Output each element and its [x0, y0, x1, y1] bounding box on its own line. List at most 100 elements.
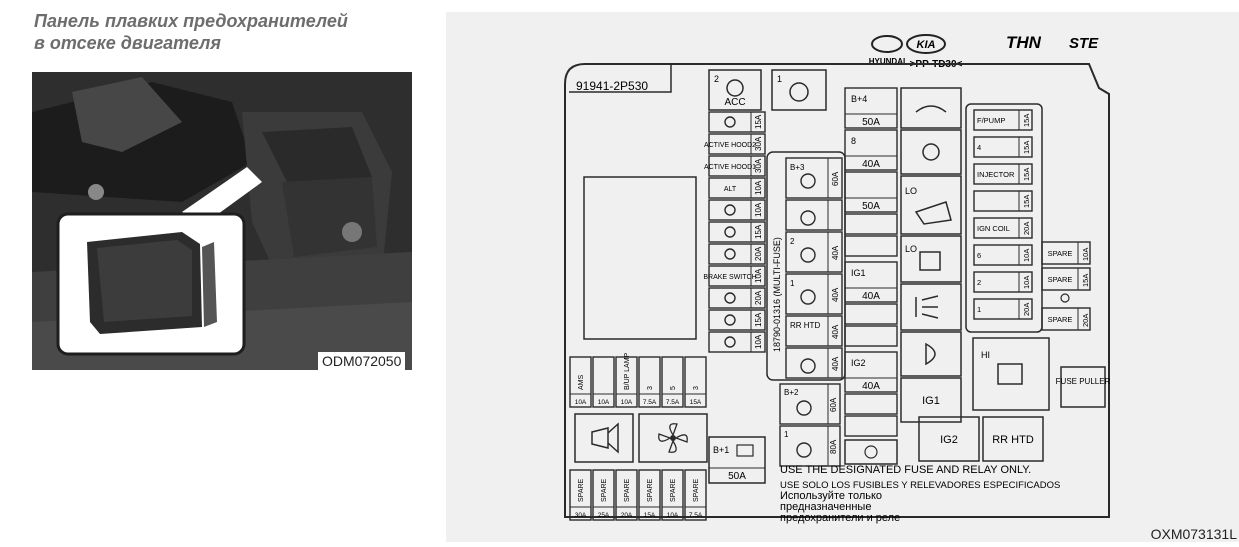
spare-amp: 30A: [575, 512, 587, 519]
abs-icon: [800, 289, 816, 305]
fuse-amp: 15A: [1022, 141, 1031, 154]
wiper-lo-icon: [914, 201, 952, 225]
lo-label-2: LO: [905, 244, 917, 254]
multi-fuse-label: B+3: [790, 163, 805, 172]
mini-fuse-amp: 15A: [690, 399, 702, 406]
fuse-panel: HYUNDAI KIA >PP-TD30< THN STE 91941-2P53…: [446, 12, 1239, 542]
fuse-amp: 15A: [754, 312, 763, 327]
headlamp-icon: [724, 336, 736, 348]
fuse-label: 1: [977, 305, 981, 314]
fuse-amp: 20A: [1022, 303, 1031, 316]
multi-fuse-slot: [779, 425, 841, 467]
thn-logo: THN: [1006, 33, 1042, 52]
fuse-amp: 10A: [754, 202, 763, 217]
title-line-2: в отсеке двигателя: [34, 33, 221, 53]
fuse-puller-label: FUSE PULLER: [1056, 377, 1111, 386]
fuse-slot: [973, 244, 1033, 266]
diagram-code: OXM073131L: [1150, 526, 1237, 542]
fuse-label: IG2: [851, 358, 866, 368]
fuse-amp: 15A: [754, 224, 763, 239]
wiper-washer-icon: [724, 248, 736, 260]
horn-relay-icon: [591, 422, 619, 454]
empty-fuse-slot: [844, 415, 898, 437]
fuse-label: IGN COIL: [977, 224, 1010, 233]
fuse-label: BRAKE SWITCH: [703, 274, 756, 281]
photo-code: ODM072050: [318, 352, 406, 370]
spare-fuse-slot: [1041, 307, 1091, 331]
lo-label-1: LO: [905, 186, 917, 196]
hyundai-logo: HYUNDAI: [869, 35, 905, 66]
relay-column: LO LO IG1: [900, 87, 962, 423]
multi-fuse-label: 18790-01316 (MULTI-FUSE): [772, 237, 782, 352]
multi-fuse-amp: 40A: [831, 245, 840, 260]
relay-acc-number: 2: [714, 74, 719, 84]
defroster-icon: [724, 226, 736, 238]
spare-fuse-slot: [638, 469, 661, 521]
fuse-slot: [973, 298, 1033, 320]
fuse-slot: [844, 87, 898, 129]
fuse-label: 4: [977, 143, 981, 152]
spare-label: SPARE: [1048, 315, 1073, 324]
mini-fuse-amp: 7.5A: [643, 399, 657, 406]
fuse-slot: [708, 309, 766, 331]
empty-fuse-slot: [844, 393, 898, 415]
fuse-amp: 50A: [862, 117, 880, 128]
fuse-slot: [844, 171, 898, 213]
multi-fuse-amp: 60A: [829, 397, 838, 412]
fuse-slot: [708, 287, 766, 309]
mini-fuse-slot: [638, 356, 661, 408]
rr-htd-relay-label: RR HTD: [992, 434, 1034, 446]
multi-fuse-amp: 80A: [829, 439, 838, 454]
b1-amp: 50A: [728, 471, 746, 482]
empty-fuse-slot: [844, 235, 898, 257]
fuse-slot: [708, 221, 766, 243]
fuse-amp: 30A: [754, 158, 763, 173]
empty-fuse-slot: [844, 213, 898, 235]
fog-lamp-icon: [915, 295, 939, 319]
mini-fuse-slot: [592, 356, 615, 408]
fuse-slot: [708, 177, 766, 199]
fuse-amp: 40A: [862, 381, 880, 392]
kia-logo: KIA: [906, 34, 946, 54]
fuse-amp: 10A: [754, 334, 763, 349]
multi-fuse-amp: 40A: [831, 356, 840, 371]
fuse-label: 2: [977, 278, 981, 287]
spare-amp: 10A: [667, 512, 679, 519]
spare-label: SPARE: [1048, 249, 1073, 258]
fuse-amp: 20A: [754, 290, 763, 305]
fuse-label: B+4: [851, 94, 867, 104]
mini-fuse-slot: [615, 356, 638, 408]
fuse-amp: 40A: [862, 291, 880, 302]
fuse-amp: 20A: [1022, 222, 1031, 235]
ecu-icon: [724, 314, 736, 326]
fuse-amp: 10A: [754, 268, 763, 283]
fan-relay-icon: [658, 423, 688, 453]
fuse-amp: 10A: [1022, 249, 1031, 262]
fuse-label: IG1: [851, 268, 866, 278]
multi-fuse-amp: 40A: [831, 324, 840, 339]
mini-fuse-slot: [661, 356, 684, 408]
spare-fuse-slot: [1041, 241, 1091, 265]
multi-fuse-label: RR HTD: [790, 321, 820, 330]
battery-icon: [796, 400, 812, 416]
spare-label: SPARE: [647, 478, 654, 502]
multi-fuse-slot: [779, 383, 841, 425]
fuse-slot: [708, 265, 766, 287]
fuse-layout-diagram: HYUNDAI KIA >PP-TD30< THN STE 91941-2P53…: [564, 33, 1111, 524]
spare-label: SPARE: [578, 478, 585, 502]
multi-fuse-slot: [785, 157, 843, 199]
fuse-slot: [844, 261, 898, 303]
spare-amp: 15A: [1081, 274, 1090, 287]
multi-fuse-label: 1: [790, 279, 795, 288]
mini-fuse-amp: 10A: [598, 399, 610, 406]
multi-fuse-amp: 60A: [831, 171, 840, 186]
bottom-spare-fuses: SPARE30ASPARE25ASPARE20ASPARE15ASPARE10A…: [569, 469, 707, 521]
fuse-slot: [708, 199, 766, 221]
multi-fuse-amp: 40A: [831, 287, 840, 302]
mini-fuse-amp: 7.5A: [666, 399, 680, 406]
fan-icon: [800, 358, 816, 374]
multi-fuse-slot: [785, 273, 843, 315]
